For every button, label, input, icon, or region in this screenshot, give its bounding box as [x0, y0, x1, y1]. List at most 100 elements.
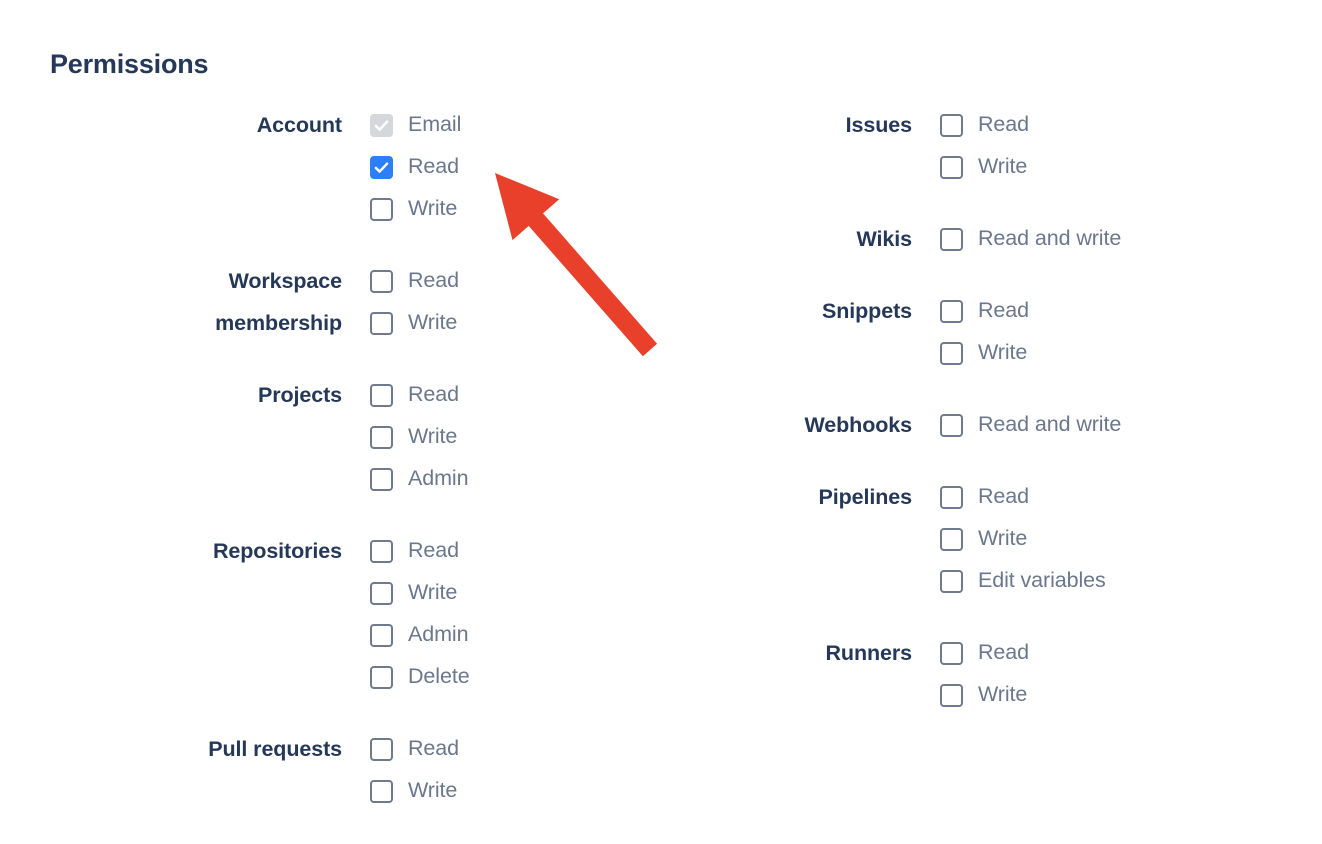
permission-option-label: Read [978, 640, 1029, 665]
permission-option-label: Read [408, 382, 459, 407]
permission-group-label: Projects [257, 383, 342, 407]
permission-option-row[interactable]: Delete [370, 656, 620, 698]
checkbox-snippets-write[interactable] [940, 341, 963, 365]
permission-group-options: Read and write [912, 218, 1300, 260]
checkbox-webhooks-read-and-write[interactable] [940, 413, 963, 437]
permission-option-row[interactable]: Read [940, 476, 1300, 518]
checkbox-pull-requests-read[interactable] [370, 737, 393, 761]
permission-option-row[interactable]: Write [370, 416, 620, 458]
permission-option-row[interactable]: Write [940, 674, 1300, 716]
permission-group-label: Webhooks [804, 413, 912, 437]
checkbox-wikis-read-and-write[interactable] [940, 227, 963, 251]
permission-option-label: Read and write [978, 412, 1122, 437]
check-icon [372, 158, 391, 177]
permission-option-label: Read and write [978, 226, 1122, 251]
permission-option-row[interactable]: Write [940, 146, 1300, 188]
permission-option-label: Read [408, 538, 459, 563]
checkbox-pull-requests-write[interactable] [370, 779, 393, 803]
permission-option-row[interactable]: Write [370, 770, 620, 812]
permission-option-row[interactable]: Write [940, 518, 1300, 560]
permission-option-label: Write [978, 682, 1028, 707]
permission-option-row[interactable]: Write [370, 302, 620, 344]
checkbox-pipelines-write[interactable] [940, 527, 963, 551]
permission-option-row[interactable]: Admin [370, 458, 620, 500]
permission-option-row[interactable]: Read and write [940, 218, 1300, 260]
permission-group-label: Workspace membership [215, 269, 342, 335]
permission-group-label: Repositories [212, 539, 342, 563]
permission-option-row[interactable]: Write [370, 188, 620, 230]
checkbox-repositories-write[interactable] [370, 581, 393, 605]
checkbox-workspace-membership-read[interactable] [370, 269, 393, 293]
permission-group-label: Wikis [856, 227, 913, 251]
permission-option-row[interactable]: Read [370, 728, 620, 770]
permission-option-row[interactable]: Read [370, 374, 620, 416]
permission-option-row[interactable]: Write [370, 572, 620, 614]
checkbox-pipelines-read[interactable] [940, 485, 963, 509]
permission-option-label: Admin [408, 622, 469, 647]
permission-option-row[interactable]: Read [940, 632, 1300, 674]
permission-option-label: Write [408, 424, 458, 449]
checkbox-account-email [370, 113, 393, 137]
permission-option-row[interactable]: Edit variables [940, 560, 1300, 602]
checkbox-projects-read[interactable] [370, 383, 393, 407]
permission-option-row[interactable]: Read and write [940, 404, 1300, 446]
permission-option-label: Write [978, 154, 1028, 179]
permission-option-label: Edit variables [978, 568, 1106, 593]
permission-option-label: Write [408, 310, 458, 335]
permission-option-label: Write [978, 340, 1028, 365]
permission-option-row[interactable]: Read [370, 260, 620, 302]
permission-option-label: Read [978, 484, 1029, 509]
checkbox-runners-write[interactable] [940, 683, 963, 707]
permission-group-webhooks: Webhooks Read and write [600, 404, 1300, 446]
checkbox-runners-read[interactable] [940, 641, 963, 665]
checkbox-account-read[interactable] [370, 155, 393, 179]
permission-option-label: Write [408, 580, 458, 605]
checkbox-projects-admin[interactable] [370, 467, 393, 491]
permission-group-label: Issues [845, 113, 912, 137]
permission-group-wikis: Wikis Read and write [600, 218, 1300, 260]
permission-group-options: Read and write [912, 404, 1300, 446]
permission-group-label: Runners [825, 641, 912, 665]
permission-option-label: Write [408, 196, 458, 221]
permission-option-row[interactable]: Read [940, 104, 1300, 146]
permission-option-label: Read [978, 298, 1029, 323]
checkbox-repositories-delete[interactable] [370, 665, 393, 689]
permission-group-label: Account [256, 113, 342, 137]
checkbox-repositories-read[interactable] [370, 539, 393, 563]
checkbox-account-write[interactable] [370, 197, 393, 221]
check-icon [372, 116, 391, 135]
permission-option-row[interactable]: Admin [370, 614, 620, 656]
permission-option-row[interactable]: Email [370, 104, 620, 146]
checkbox-snippets-read[interactable] [940, 299, 963, 323]
permission-group-label: Pull requests [208, 737, 342, 761]
checkbox-issues-write[interactable] [940, 155, 963, 179]
checkbox-pipelines-edit-variables[interactable] [940, 569, 963, 593]
permission-option-row[interactable]: Read [370, 530, 620, 572]
permission-option-row[interactable]: Read [940, 290, 1300, 332]
checkbox-repositories-admin[interactable] [370, 623, 393, 647]
permission-option-label: Admin [408, 466, 469, 491]
permission-option-row[interactable]: Read [370, 146, 620, 188]
permission-option-row[interactable]: Write [940, 332, 1300, 374]
permission-option-label: Delete [408, 664, 470, 689]
checkbox-projects-write[interactable] [370, 425, 393, 449]
permission-option-label: Email [408, 112, 462, 137]
checkbox-issues-read[interactable] [940, 113, 963, 137]
permission-group-label: Pipelines [818, 485, 913, 509]
checkbox-workspace-membership-write[interactable] [370, 311, 393, 335]
